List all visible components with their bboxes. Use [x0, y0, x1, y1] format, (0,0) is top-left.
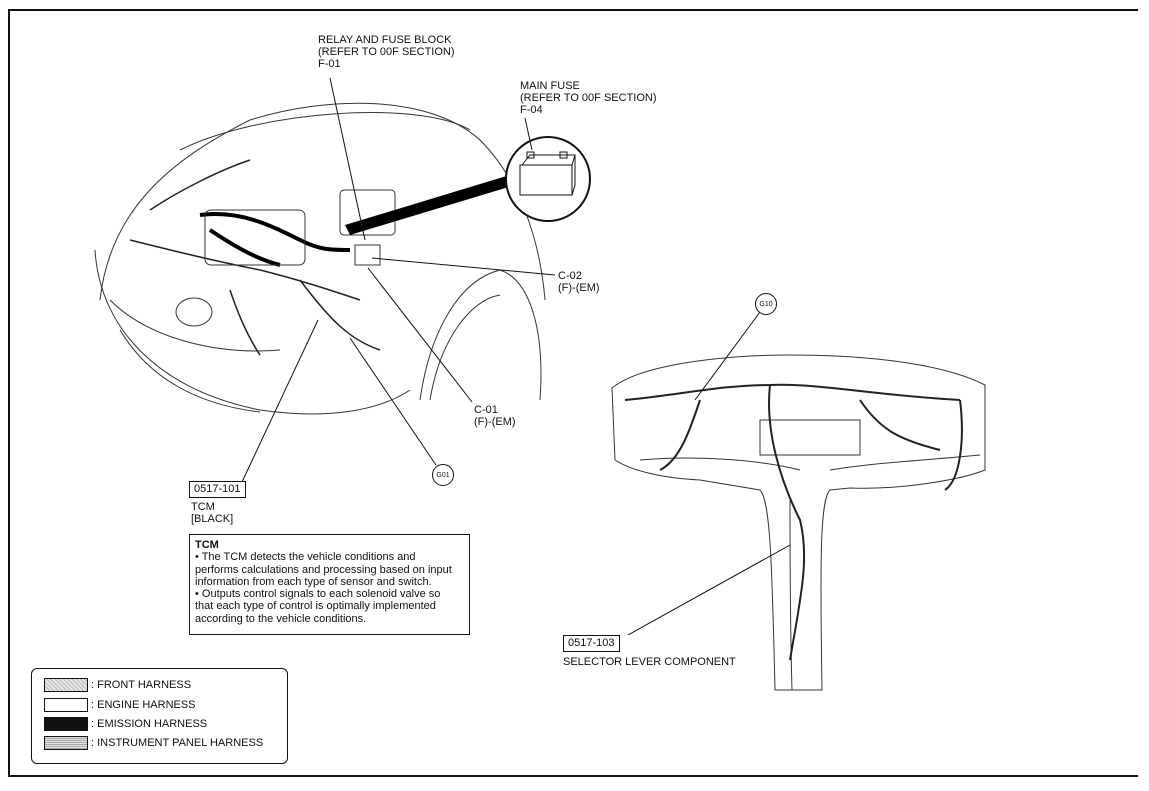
legend-emission-harness: : EMISSION HARNESS	[44, 717, 207, 731]
info-line: according to the vehicle conditions.	[195, 612, 367, 625]
car-windshield	[179, 112, 471, 151]
legend-swatch	[44, 736, 88, 750]
legend-engine-harness: : ENGINE HARNESS	[44, 698, 196, 712]
leader-g10	[694, 311, 761, 401]
car-emblem	[175, 297, 213, 327]
c01-label: C-01(F)-(EM)	[474, 404, 516, 428]
leader-selector	[627, 544, 791, 636]
main-fuse-beam	[345, 175, 515, 235]
tcm-info-box: TCM • The TCM detects the vehicle condit…	[189, 534, 470, 635]
ground-g10-marker: G10	[755, 293, 777, 315]
c02-label: C-02(F)-(EM)	[558, 270, 600, 294]
info-title: TCM	[195, 539, 219, 551]
tcm-name-label: TCM[BLACK]	[191, 501, 234, 525]
car-fender	[119, 329, 261, 413]
emission-harness	[199, 212, 351, 267]
engine-block	[204, 209, 306, 266]
relay-block-label: RELAY AND FUSE BLOCK(REFER TO 00F SECTIO…	[318, 34, 455, 70]
legend-instrument-panel-harness: : INSTRUMENT PANEL HARNESS	[44, 736, 263, 750]
car-wheel-arch	[419, 269, 542, 401]
info-line: information from each type of sensor and…	[195, 575, 432, 588]
main-fuse-callout-circle	[505, 136, 591, 222]
legend-swatch	[44, 717, 88, 731]
info-line: • The TCM detects the vehicle conditions…	[195, 551, 416, 564]
leader-c02	[371, 257, 556, 276]
leader-tcm	[241, 319, 319, 483]
leader-c01	[367, 267, 473, 403]
leader-g01	[349, 337, 437, 466]
info-line: performs calculations and processing bas…	[195, 563, 452, 576]
main-fuse-label: MAIN FUSE(REFER TO 00F SECTION)F-04	[520, 80, 657, 116]
instrument-panel-harness	[624, 383, 963, 661]
info-line: • Outputs control signals to each soleno…	[195, 588, 441, 601]
dash-outline	[611, 354, 986, 691]
harness-legend: : FRONT HARNESS : ENGINE HARNESS : EMISS…	[31, 668, 288, 764]
diagram-frame	[8, 9, 1138, 777]
car-grille	[109, 299, 281, 352]
tcm-part-number: 0517-101	[189, 481, 246, 498]
leader-main-fuse	[524, 117, 533, 151]
selector-part-number: 0517-103	[563, 635, 620, 652]
leader-relay-block	[329, 77, 366, 241]
legend-front-harness: : FRONT HARNESS	[44, 678, 191, 692]
front-harness	[129, 159, 381, 356]
battery-icon	[519, 164, 573, 196]
legend-swatch	[44, 698, 88, 712]
info-line: that each type of control is optimally i…	[195, 600, 436, 613]
ground-g01-marker: G01	[432, 464, 454, 486]
car-front-bumper	[94, 249, 411, 415]
car-hood-outline	[99, 102, 546, 301]
legend-swatch	[44, 678, 88, 692]
selector-name-label: SELECTOR LEVER COMPONENT	[563, 656, 736, 668]
